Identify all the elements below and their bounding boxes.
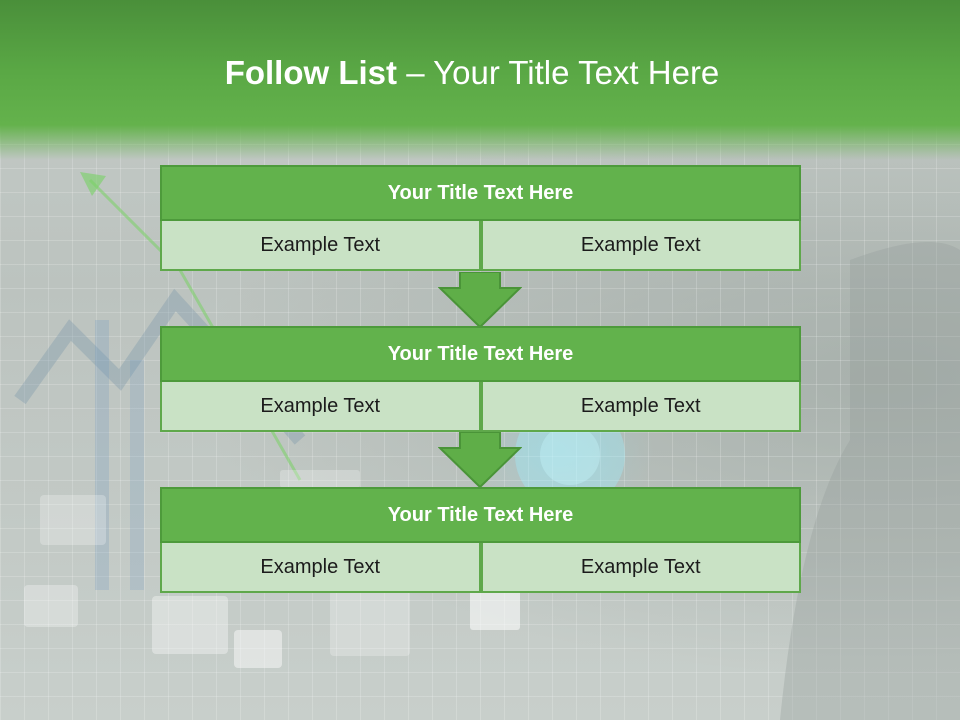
step-title: Your Title Text Here — [160, 165, 801, 221]
step-row: Example Text Example Text — [160, 382, 801, 432]
step-row: Example Text Example Text — [160, 543, 801, 593]
step-cell-right: Example Text — [480, 221, 801, 271]
page-title-rest: – Your Title Text Here — [397, 54, 720, 91]
step-row: Example Text Example Text — [160, 221, 801, 271]
step-title: Your Title Text Here — [160, 326, 801, 382]
down-arrow-icon — [438, 432, 522, 488]
step-cell-right: Example Text — [480, 382, 801, 432]
step-block-2: Your Title Text Here Example Text Exampl… — [160, 326, 801, 432]
header-bar — [0, 0, 960, 160]
step-block-1: Your Title Text Here Example Text Exampl… — [160, 165, 801, 271]
page-title: Follow List – Your Title Text Here — [0, 54, 944, 92]
step-cell-left: Example Text — [160, 382, 481, 432]
down-arrow-icon — [438, 272, 522, 328]
step-title: Your Title Text Here — [160, 487, 801, 543]
step-cell-left: Example Text — [160, 543, 481, 593]
page-title-bold: Follow List — [224, 54, 398, 91]
step-cell-left: Example Text — [160, 221, 481, 271]
step-block-3: Your Title Text Here Example Text Exampl… — [160, 487, 801, 593]
step-cell-right: Example Text — [480, 543, 801, 593]
